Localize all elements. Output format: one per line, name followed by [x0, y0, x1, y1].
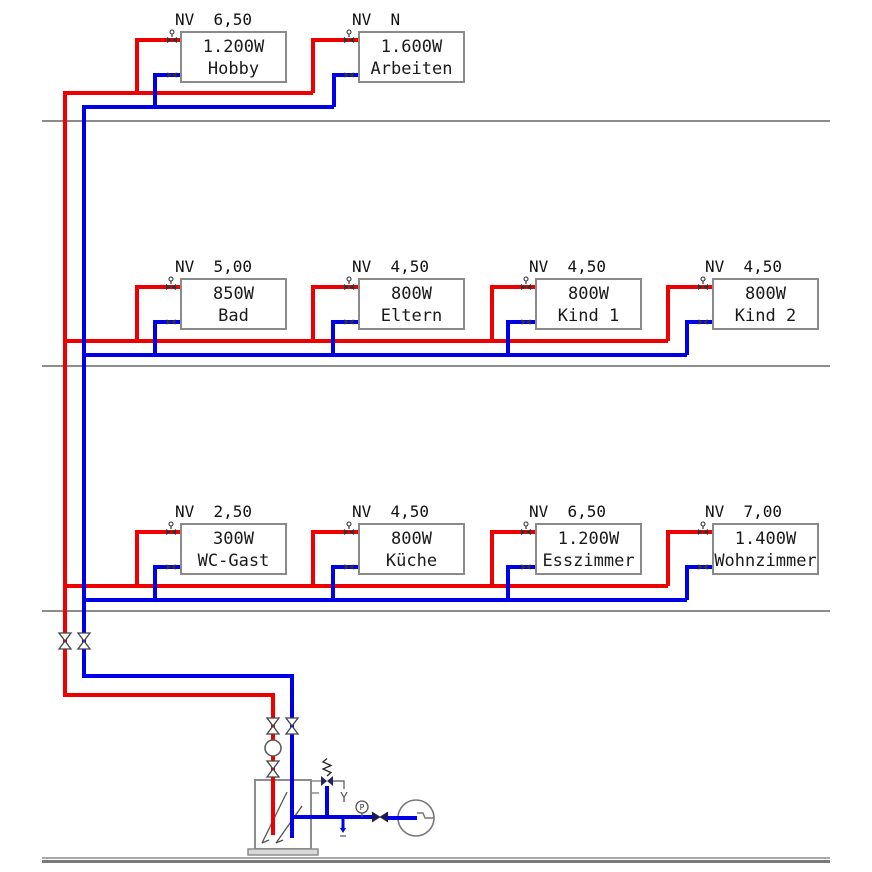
nv-label-kueche: NV 4,50	[352, 502, 430, 521]
supply-drop-wohnzimmer	[666, 530, 712, 586]
nv-label-arbeiten: NV N	[352, 10, 401, 29]
supply-drop-esszimmer	[490, 530, 535, 586]
supply-main-riser	[63, 91, 313, 835]
radiator-power: 1.200W	[557, 529, 620, 549]
radiator-power: 850W	[213, 284, 254, 304]
return-drop-eltern	[331, 320, 358, 355]
radiator-power: 800W	[391, 284, 432, 304]
radiator-wcgast: 300W WC-Gast	[180, 523, 287, 575]
safety-valve-icon	[321, 758, 345, 789]
drain-valve-icon	[340, 828, 346, 837]
radiator-room: WC-Gast	[197, 551, 270, 571]
pump-icon	[264, 739, 282, 757]
radiator-power: 800W	[391, 529, 432, 549]
spring	[321, 758, 333, 777]
nv-label-wohnzimmer: NV 7,00	[705, 502, 783, 521]
expansion-vessel-icon	[386, 799, 435, 837]
radiator-arbeiten: 1.600W Arbeiten	[358, 31, 465, 83]
discharge-pipe	[333, 780, 345, 789]
return-drop-bad	[153, 320, 180, 355]
pressure-gauge-icon	[355, 800, 369, 817]
supply-drop-arbeiten	[311, 38, 358, 93]
supply-drop-eltern	[311, 285, 358, 341]
supply-drop-kind2	[666, 285, 712, 341]
supply-pipes	[63, 38, 712, 835]
radiator-power: 1.400W	[734, 529, 797, 549]
riser-shutoff-valve-icon	[77, 632, 91, 650]
radiator-hobby: 1.200W Hobby	[180, 31, 287, 83]
radiator-room: Hobby	[207, 59, 260, 79]
return-drop-kind1	[506, 320, 535, 355]
radiator-room: Küche	[385, 551, 438, 571]
radiator-room: Kind 2	[734, 306, 797, 326]
return-drop-kind2	[685, 320, 712, 355]
discharge-funnel-label: Y	[340, 791, 348, 806]
supply-drop-kueche	[311, 530, 358, 586]
radiator-eltern: 800W Eltern	[358, 278, 465, 330]
radiator-kind1: 800W Kind 1	[535, 278, 642, 330]
membrane-line	[417, 812, 434, 819]
supply-drop-kind1	[490, 285, 535, 341]
boiler-supply-valve-icon	[266, 717, 280, 735]
boiler-body	[254, 779, 312, 850]
supply-drop-bad	[135, 285, 180, 341]
return-drop-wcgast	[153, 565, 180, 600]
nv-label-kind1: NV 4,50	[529, 257, 607, 276]
radiator-room: Arbeiten	[370, 59, 453, 79]
radiator-room: Eltern	[380, 306, 443, 326]
vessel-shutoff-valve-icon	[371, 811, 389, 823]
nv-label-bad: NV 5,00	[175, 257, 253, 276]
return-drop-wohnzimmer	[685, 565, 712, 600]
radiator-room: Esszimmer	[542, 551, 635, 571]
nv-label-esszimmer: NV 6,50	[529, 502, 607, 521]
return-drop-esszimmer	[506, 565, 535, 600]
riser-shutoff-valve-icon	[58, 632, 72, 650]
radiator-esszimmer: 1.200W Esszimmer	[535, 523, 642, 575]
nv-label-hobby: NV 6,50	[175, 10, 253, 29]
radiator-kind2: 800W Kind 2	[712, 278, 819, 330]
radiator-room: Wohnzimmer	[714, 551, 817, 571]
return-drop-arbeiten	[332, 73, 358, 107]
nv-label-eltern: NV 4,50	[352, 257, 430, 276]
boiler-return-valve-icon	[285, 717, 299, 735]
floor-lines	[42, 120, 830, 863]
boiler-supply-valve-icon	[266, 760, 280, 778]
radiator-bad: 850W Bad	[180, 278, 287, 330]
radiator-power: 300W	[213, 529, 254, 549]
return-drop-kueche	[331, 565, 358, 600]
radiator-power: 1.600W	[380, 37, 443, 57]
return-pipes	[82, 73, 712, 838]
boiler-base	[247, 848, 319, 856]
radiator-room: Bad	[218, 306, 249, 326]
return-main-riser	[82, 105, 334, 838]
radiator-power: 800W	[568, 284, 609, 304]
radiator-wohnzimmer: 1.400W Wohnzimmer	[712, 523, 819, 575]
pressure-gauge-label: P	[360, 803, 365, 812]
nv-label-wcgast: NV 2,50	[175, 502, 253, 521]
radiator-kueche: 800W Küche	[358, 523, 465, 575]
radiator-room: Kind 1	[557, 306, 620, 326]
supply-drop-wcgast	[135, 530, 180, 586]
radiator-power: 800W	[745, 284, 786, 304]
radiator-power: 1.200W	[202, 37, 265, 57]
supply-drop-hobby	[135, 38, 181, 93]
nv-label-kind2: NV 4,50	[705, 257, 783, 276]
